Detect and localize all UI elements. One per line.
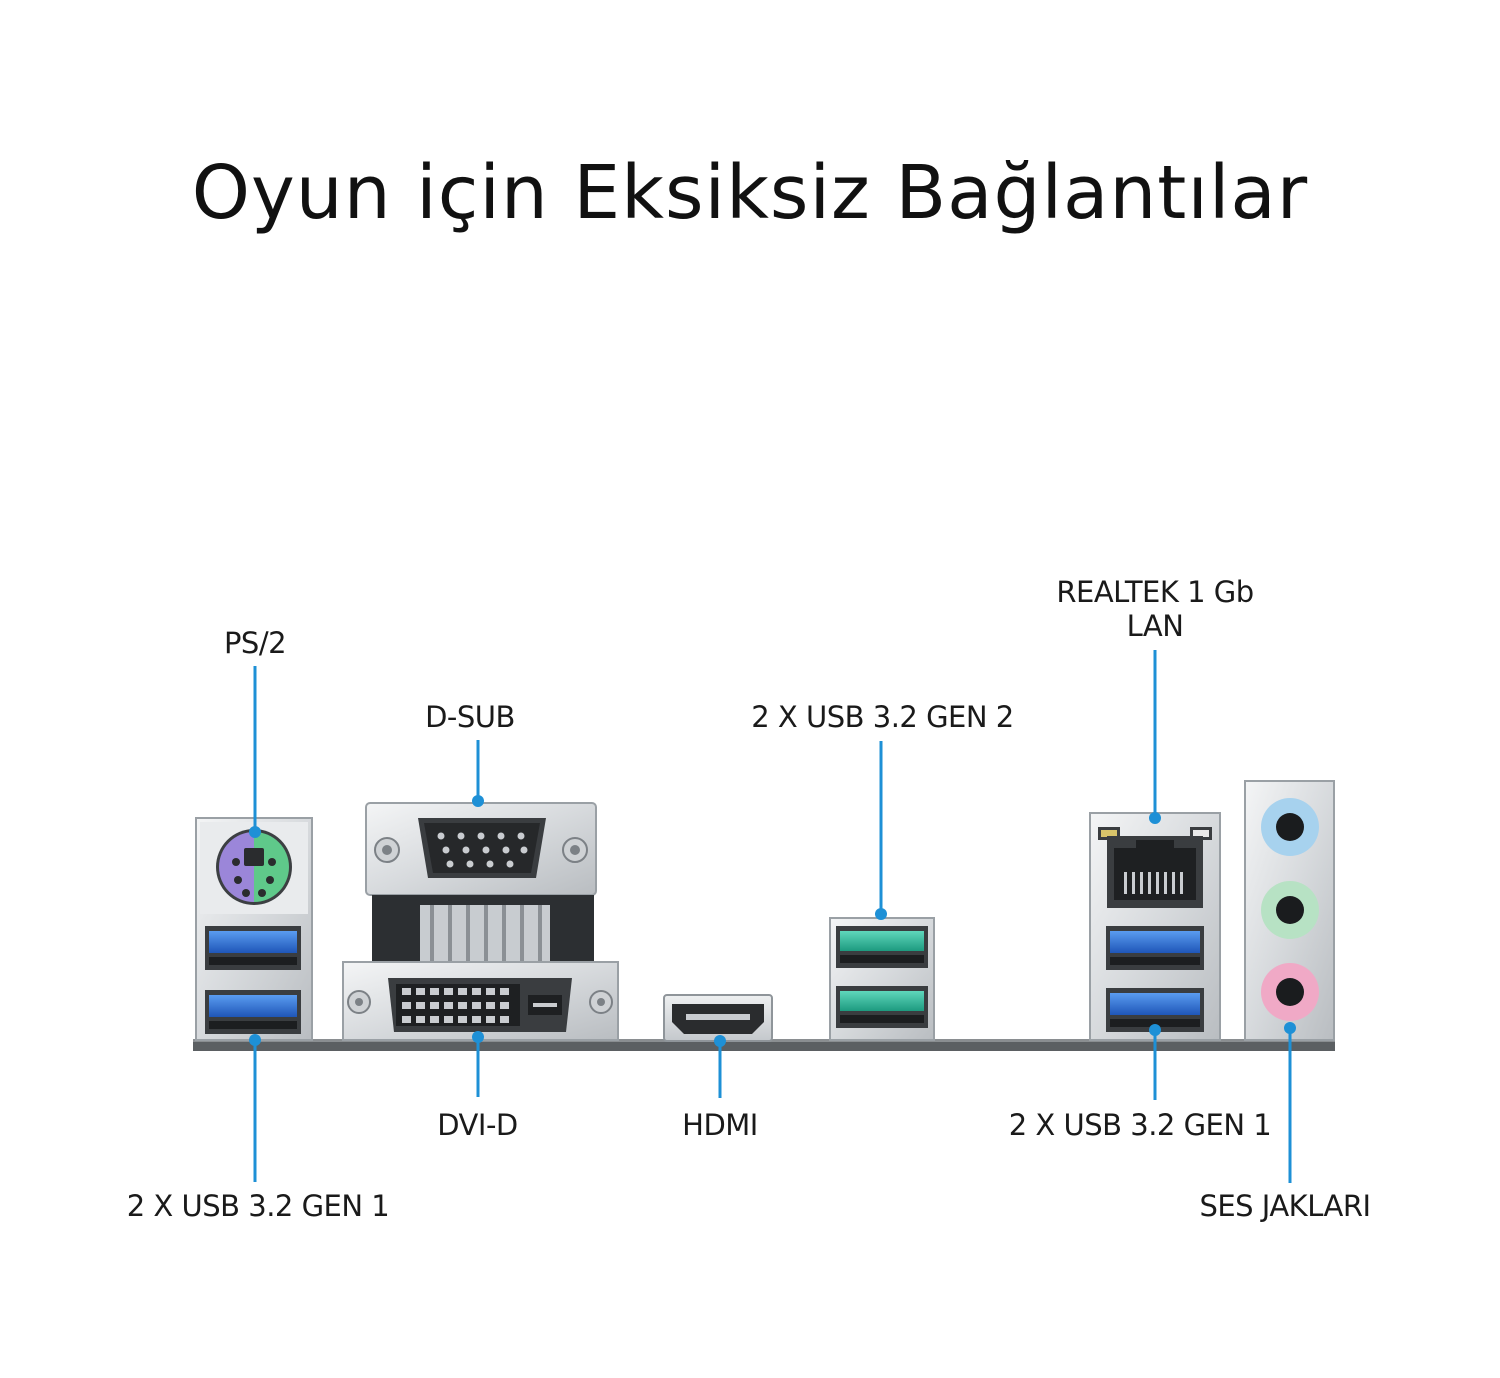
ps2-port-icon — [216, 829, 292, 905]
vga-port-icon — [418, 818, 546, 878]
label-lan-line1: REALTEK 1 Gb — [1056, 575, 1254, 609]
dsub-dvi-block — [342, 802, 619, 1041]
ethernet-port-icon — [1107, 836, 1203, 908]
label-usb-gen1-left: 2 X USB 3.2 GEN 1 — [126, 1189, 390, 1223]
label-dsub: D-SUB — [425, 700, 515, 734]
lan-usb-block — [1089, 812, 1221, 1041]
audio-jack-block — [1244, 780, 1335, 1041]
audio-jack-line-in-icon — [1261, 798, 1319, 856]
usb-gen2-block — [829, 917, 935, 1041]
label-hdmi: HDMI — [682, 1108, 758, 1142]
usb-gen1-port-icon — [1106, 926, 1204, 970]
page-title: Oyun için Eksiksiz Bağlantılar — [191, 150, 1309, 236]
audio-jack-line-out-icon — [1261, 881, 1319, 939]
ps2-usb-block — [195, 817, 313, 1041]
usb-gen2-port-icon — [836, 926, 928, 968]
usb-gen2-port-icon — [836, 986, 928, 1028]
label-dvid: DVI-D — [437, 1108, 518, 1142]
audio-jack-mic-icon — [1261, 963, 1319, 1021]
leader-lines — [249, 650, 1296, 1183]
label-ps2: PS/2 — [223, 626, 287, 660]
label-lan-line2: LAN — [1126, 609, 1184, 643]
label-usb-gen1-right: 2 X USB 3.2 GEN 1 — [1008, 1108, 1272, 1142]
dvi-port-icon — [388, 978, 572, 1032]
label-audio: SES JAKLARI — [1199, 1189, 1371, 1223]
hdmi-port-icon — [663, 994, 773, 1042]
usb-gen1-port-icon — [205, 926, 301, 970]
usb-gen1-port-icon — [205, 990, 301, 1034]
label-usb-gen2: 2 X USB 3.2 GEN 2 — [751, 700, 1014, 734]
